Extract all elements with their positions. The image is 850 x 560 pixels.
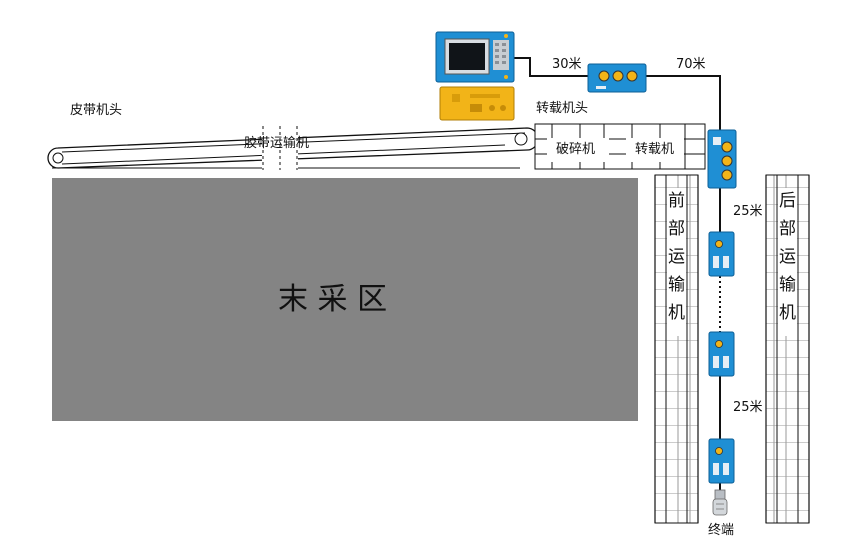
- mining-area-label: 末 采 区: [278, 282, 388, 317]
- cable-lines: [514, 57, 721, 490]
- transfer-machine-body: [534, 123, 706, 170]
- sensor-node-icon[interactable]: [708, 231, 735, 277]
- mining-area: [52, 178, 638, 421]
- front-conveyor-label: 前 部 运 输 机: [667, 193, 686, 333]
- distance-label-70: 70米: [676, 57, 706, 72]
- rear-conveyor: [765, 174, 810, 524]
- crusher-label: 破碎机: [556, 142, 596, 157]
- belt-conveyor: [47, 125, 539, 171]
- rear-conveyor-label: 后 部 运 输 机: [778, 193, 797, 333]
- front-conveyor-char: 机: [668, 303, 685, 323]
- distance-label-25-upper: 25米: [733, 204, 763, 219]
- junction-box-icon[interactable]: [587, 63, 647, 93]
- front-conveyor-char: 部: [668, 219, 685, 239]
- transfer-machine-label: 转载机: [635, 142, 675, 157]
- junction-box-icon[interactable]: [707, 129, 737, 189]
- control-panel-icon[interactable]: [435, 31, 515, 83]
- rear-conveyor-char: 部: [779, 219, 796, 239]
- front-conveyor-char: 运: [668, 247, 685, 267]
- sensor-node-icon[interactable]: [708, 331, 735, 377]
- terminal-label: 终端: [708, 523, 735, 538]
- belt-head-label: 皮带机头: [70, 103, 123, 118]
- sensor-node-icon[interactable]: [708, 438, 735, 484]
- belt-conveyor-label: 胶带运输机: [244, 136, 310, 151]
- distance-label-25-lower: 25米: [733, 400, 763, 415]
- rear-conveyor-char: 输: [779, 275, 796, 295]
- terminal-plug-icon[interactable]: [712, 489, 728, 516]
- transfer-head-label: 转载机头: [536, 101, 589, 116]
- rear-conveyor-char: 机: [779, 303, 796, 323]
- rear-conveyor-char: 运: [779, 247, 796, 267]
- distance-label-30: 30米: [552, 57, 582, 72]
- rear-conveyor-char: 后: [779, 191, 796, 211]
- front-conveyor-char: 前: [668, 191, 685, 211]
- front-conveyor-char: 输: [668, 275, 685, 295]
- front-conveyor: [654, 174, 699, 524]
- power-box-icon[interactable]: [439, 86, 515, 121]
